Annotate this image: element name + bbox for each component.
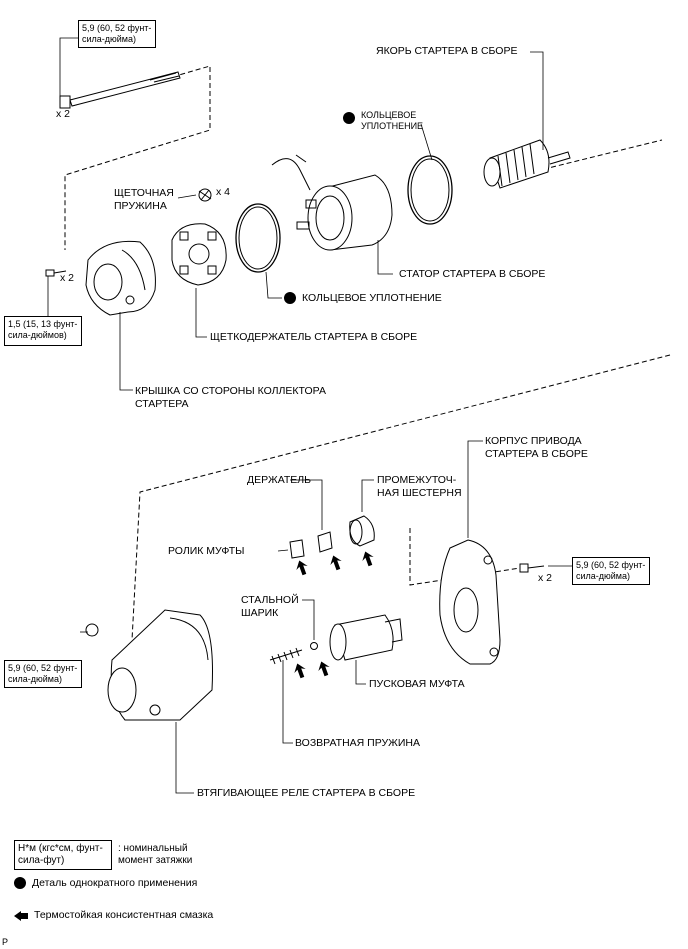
leader-end-frame: [119, 312, 133, 391]
non-reusable-dot-mid: [284, 292, 296, 304]
label-retainer: ДЕРЖАТЕЛЬ: [247, 474, 312, 486]
leader-steel-ball: [302, 599, 315, 640]
qty-through-bolt: x 2: [56, 108, 71, 120]
leader-solenoid: [175, 722, 194, 794]
armature-part: [483, 139, 571, 189]
brush-spring-part: [198, 188, 212, 202]
end-frame-screw: [45, 269, 67, 277]
retainer-part: [317, 531, 333, 553]
label-steel-ball: СТАЛЬНОЙ ШАРИК: [241, 594, 299, 619]
label-housing: КОРПУС ПРИВОДА СТАРТЕРА В СБОРЕ: [485, 435, 588, 460]
leader-through-bolt: [59, 37, 78, 100]
torque-box-end-frame-screw: 1,5 (15, 13 фунт- сила-дюймов): [4, 316, 82, 346]
qty-housing-bolt: x 2: [538, 572, 553, 584]
grease-arrow-retainer: [330, 555, 342, 571]
legend-grease-label: Термостойкая консистентная смазка: [34, 909, 214, 921]
torque-box-housing-bolt: 5,9 (60, 52 фунт- сила-дюйма): [572, 557, 650, 585]
qty-brush-spring: x 4: [216, 186, 231, 198]
grease-arrow-ball: [318, 661, 330, 677]
label-brush-spring: ЩЕТОЧНАЯ ПРУЖИНА: [114, 187, 174, 212]
corner-mark: P: [2, 937, 9, 947]
label-clutch-roller: РОЛИК МУФТЫ: [168, 545, 245, 557]
leader-armature: [530, 51, 544, 150]
steel-ball-part: [310, 642, 318, 650]
grease-arrow-gear: [362, 551, 374, 567]
leader-retainer: [290, 479, 323, 530]
grease-arrows: [14, 551, 374, 921]
commutator-end-frame-part: [85, 240, 156, 316]
label-idle-gear: ПРОМЕЖУТОЧ- НАЯ ШЕСТЕРНЯ: [377, 474, 462, 499]
idle-gear-part: [349, 515, 375, 547]
label-return-spring: ВОЗВРАТНАЯ ПРУЖИНА: [295, 737, 420, 749]
grease-legend-arrow: [14, 911, 28, 921]
solenoid-nut: [85, 623, 99, 637]
leader-return-spring: [282, 660, 293, 744]
grease-arrow-spring: [294, 663, 306, 679]
leader-o-ring-top: [420, 123, 433, 161]
starter-yoke-part: [271, 154, 393, 251]
label-o-ring-top: КОЛЬЦЕВОЕ УПЛОТНЕНИЕ: [361, 110, 424, 131]
clutch-roller-part: [289, 539, 305, 559]
grease-arrow-roller: [296, 560, 308, 576]
leader-idle-gear: [361, 479, 374, 512]
leader-yoke: [377, 240, 393, 275]
starter-housing-part: [439, 539, 501, 665]
through-bolt: [59, 71, 181, 109]
legend-torque-desc: : номинальный момент затяжки: [118, 843, 193, 866]
label-yoke: СТАТОР СТАРТЕРА В СБОРЕ: [399, 268, 546, 280]
clutch-part: [329, 614, 403, 661]
starter-solenoid-part: [107, 609, 213, 721]
torque-box-through-bolt: 5,9 (60, 52 фунт- сила-дюйма): [78, 20, 156, 48]
label-o-ring-mid: КОЛЬЦЕВОЕ УПЛОТНЕНИЕ: [302, 292, 442, 304]
brush-holder-part: [171, 223, 227, 286]
label-solenoid: ВТЯГИВАЮЩЕЕ РЕЛЕ СТАРТЕРА В СБОРЕ: [197, 787, 416, 799]
torque-box-solenoid-nut: 5,9 (60, 52 фунт- сила-дюйма): [4, 660, 82, 688]
leader-o-ring-mid: [265, 271, 282, 299]
leader-clutch-roller: [277, 549, 289, 552]
assembly-line-center: [131, 354, 671, 641]
housing-bolt: [519, 563, 545, 573]
legend-non-reusable-label: Деталь однократного применения: [32, 877, 198, 889]
leader-clutch: [355, 660, 366, 685]
non-reusable-dot-top: [343, 112, 355, 124]
o-ring-mid-part: [235, 203, 281, 273]
label-armature: ЯКОРЬ СТАРТЕРА В СБОРЕ: [376, 45, 518, 57]
assembly-line-top: [64, 65, 211, 250]
label-clutch: ПУСКОВАЯ МУФТА: [369, 678, 465, 690]
leader-housing: [467, 440, 483, 538]
o-ring-top-part: [407, 155, 453, 225]
legend-non-reusable-dot: [14, 877, 26, 889]
legend-torque-box: Н*м (кгс*см, фунт- сила-фут): [14, 840, 112, 870]
leader-brush-spring: [177, 194, 197, 199]
label-brush-holder: ЩЕТКОДЕРЖАТЕЛЬ СТАРТЕРА В СБОРЕ: [210, 331, 418, 343]
label-end-frame: КРЫШКА СО СТОРОНЫ КОЛЛЕКТОРА СТАРТЕРА: [135, 385, 326, 410]
leader-brush-holder: [195, 288, 207, 338]
qty-end-frame-screw: x 2: [60, 272, 75, 284]
return-spring-part: [269, 647, 303, 665]
